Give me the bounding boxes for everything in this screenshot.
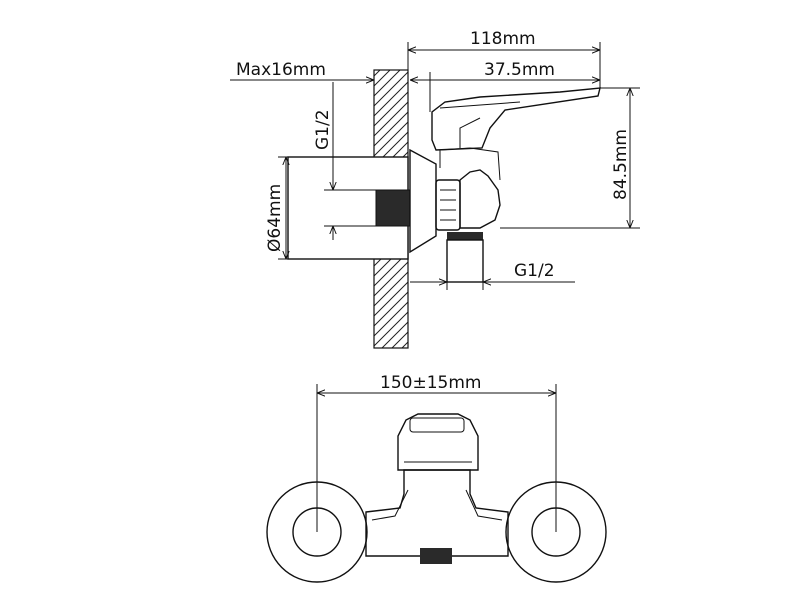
outlet-thread	[447, 232, 483, 240]
dim-height: 84.5mm	[611, 129, 631, 200]
dim-flange-diameter: Ø64mm	[265, 184, 285, 252]
dim-overall-length: 118mm	[470, 29, 536, 49]
dim-handle-offset: 37.5mm	[484, 60, 555, 80]
outlet-pipe	[446, 239, 484, 283]
front-body	[365, 469, 509, 557]
front-outlet-thread	[420, 548, 452, 564]
threaded-inlet	[375, 189, 411, 227]
mixer-body	[459, 169, 501, 229]
dim-wall-max: Max16mm	[236, 60, 326, 80]
side-view: 118mm 37.5mm Max16mm 84.5mm Ø64mm G1/2 G…	[230, 29, 640, 349]
front-view: 150±15mm	[266, 373, 607, 583]
dim-center-distance: 150±15mm	[380, 373, 481, 393]
dim-outlet-thread: G1/2	[514, 261, 555, 281]
hex-nut	[435, 179, 461, 231]
dim-inlet-thread: G1/2	[313, 109, 333, 150]
escutcheon	[409, 148, 437, 254]
front-handle	[397, 413, 479, 471]
